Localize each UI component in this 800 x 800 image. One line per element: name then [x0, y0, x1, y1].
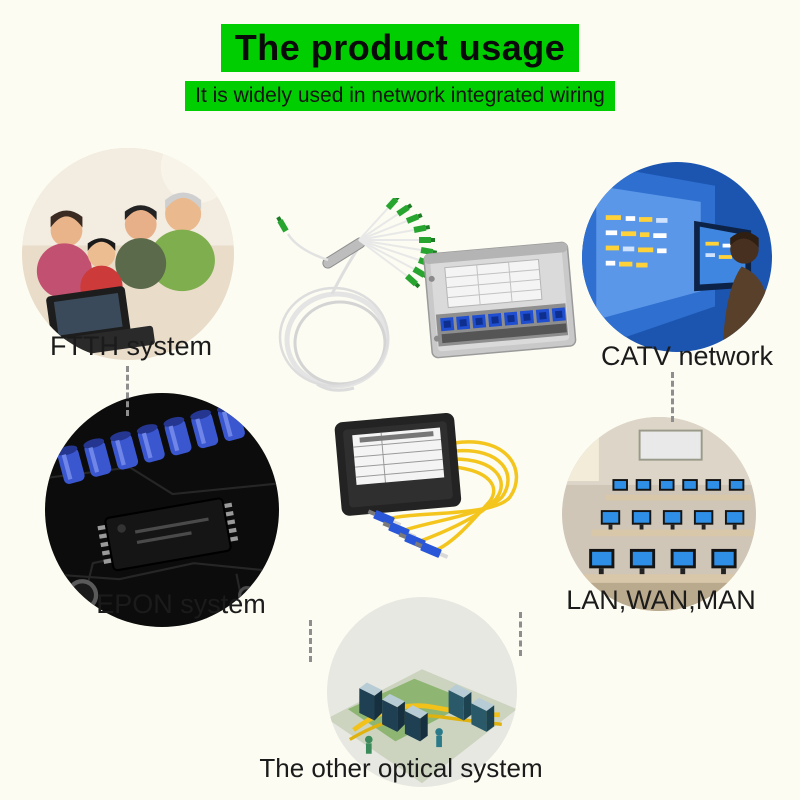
page-title: The product usage [220, 24, 580, 72]
lan-photo [562, 417, 756, 611]
connector-lan-other [519, 612, 522, 656]
bare-fiber-splitter-image [262, 198, 437, 403]
page-subtitle: It is widely used in network integrated … [185, 81, 615, 111]
abs-box-splitter-drawing [334, 412, 519, 559]
catv-screens-image [582, 162, 772, 352]
connector-ftth-epon [126, 366, 129, 416]
other-optical-photo [327, 597, 517, 787]
abs-box-splitter-image [322, 405, 534, 575]
header: The product usage It is widely used in n… [0, 24, 800, 111]
computer-classroom-image [562, 417, 756, 611]
epon-photo [45, 393, 279, 627]
lgx-splitter-box-image [419, 237, 581, 368]
connector-catv-lan [671, 372, 674, 422]
catv-label: CATV network [600, 341, 774, 371]
lan-label: LAN,WAN,MAN [566, 585, 756, 615]
circuit-board-image [45, 393, 279, 627]
ftth-label: FTTH system [50, 331, 212, 361]
connector-epon-other [309, 620, 312, 662]
catv-photo [582, 162, 772, 352]
epon-label: EPON system [96, 589, 266, 619]
lgx-splitter-box-drawing [423, 241, 577, 359]
optical-system-diagram-image [327, 597, 517, 787]
other-optical-label: The other optical system [259, 753, 543, 783]
ftth-photo [22, 148, 234, 360]
family-laptop-image [22, 148, 234, 360]
bare-fiber-splitter-drawing [276, 198, 437, 392]
